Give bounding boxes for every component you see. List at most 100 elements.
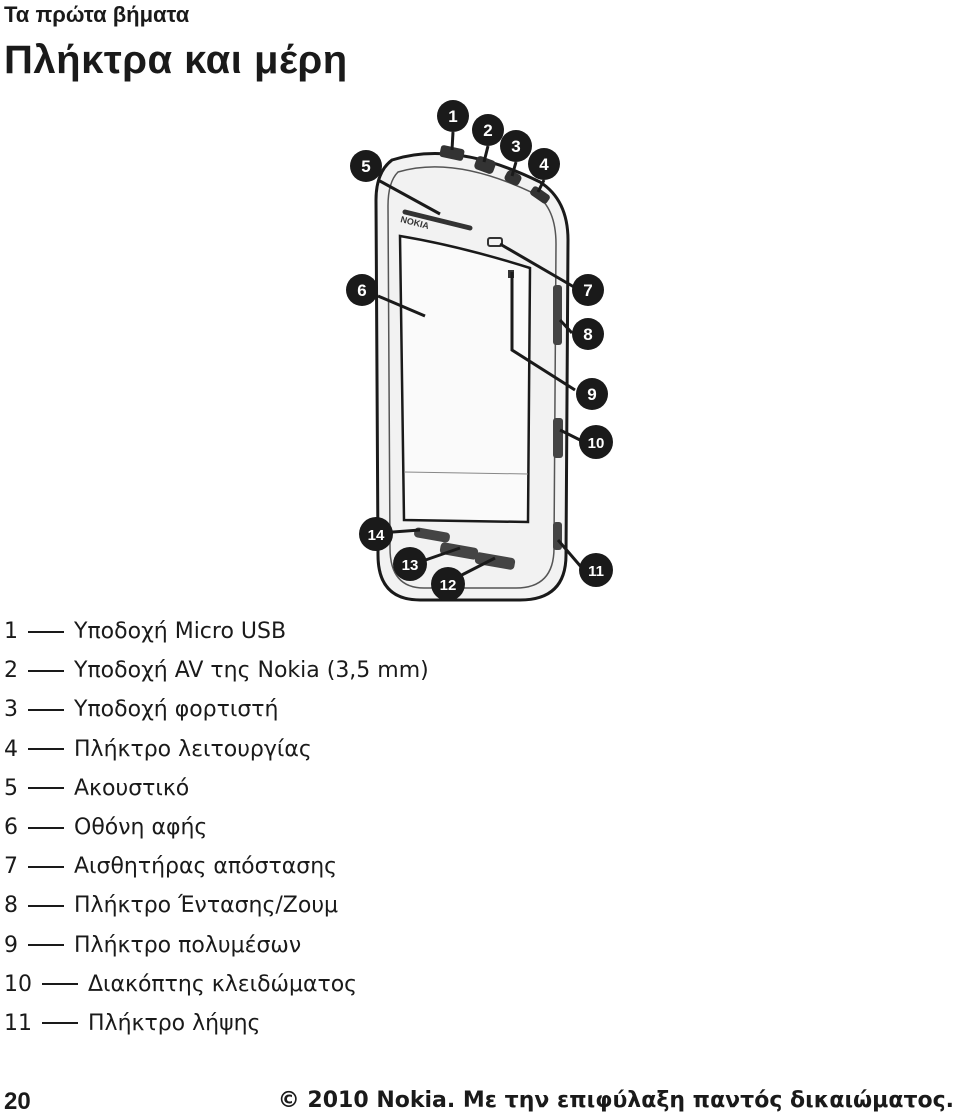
- svg-text:14: 14: [368, 527, 385, 544]
- legend-number: 8: [4, 893, 18, 919]
- leader-line-7: [499, 242, 575, 289]
- legend-item: 4 Πλήκτρο λειτουργίας: [4, 730, 704, 769]
- svg-text:10: 10: [588, 435, 605, 452]
- legend-dash: [28, 944, 64, 947]
- svg-text:3: 3: [511, 137, 520, 156]
- svg-text:6: 6: [357, 281, 366, 300]
- phone-body-inner-edge: [387, 166, 557, 589]
- legend-dash: [28, 630, 64, 633]
- callout-1: 1: [437, 100, 469, 132]
- callout-12: 12: [431, 567, 465, 601]
- leader-line-3: [510, 161, 518, 177]
- legend-number: 7: [4, 854, 18, 880]
- touch-screen: [398, 234, 532, 524]
- power-key: [530, 186, 550, 204]
- legend-text: Διακόπτης κλειδώματος: [88, 971, 358, 997]
- section-title: Πλήκτρα και μέρη: [4, 38, 348, 82]
- legend-dash: [28, 787, 64, 790]
- legend-number: 5: [4, 775, 18, 801]
- screen-status-line: [403, 471, 529, 475]
- legend-item: 10 Διακόπτης κλειδώματος: [4, 965, 704, 1004]
- legend-text: Πλήκτρο πολυμέσων: [74, 932, 302, 958]
- leader-line-8: [558, 318, 574, 335]
- legend-text: Αισθητήρας απόστασης: [74, 854, 338, 880]
- legend-text: Πλήκτρο λειτουργίας: [74, 736, 312, 762]
- legend-item: 7 Αισθητήρας απόστασης: [4, 847, 704, 886]
- callout-9: 9: [576, 378, 608, 410]
- copyright-notice: © 2010 Nokia. Με την επιφύλαξη παντός δι…: [277, 1088, 954, 1113]
- legend-text: Ακουστικό: [74, 775, 190, 801]
- legend-dash: [28, 826, 64, 829]
- svg-text:9: 9: [587, 385, 596, 404]
- legend-number: 3: [4, 697, 18, 723]
- legend-number: 1: [4, 619, 18, 645]
- svg-text:8: 8: [583, 325, 592, 344]
- capture-key: [553, 522, 562, 550]
- av-port: [474, 156, 496, 174]
- legend-text: Υποδοχή AV της Nokia (3,5 mm): [74, 658, 429, 684]
- phone-diagram: NOKIA 1 2 3 4 5 6 7 8 9 10: [346, 100, 613, 602]
- callout-10: 10: [579, 425, 613, 459]
- legend-item: 8 Πλήκτρο Έντασης/Ζουμ: [4, 886, 704, 925]
- leader-line-9: [510, 272, 576, 392]
- legend-number: 2: [4, 658, 18, 684]
- svg-text:1: 1: [448, 107, 457, 126]
- leader-line-5: [377, 178, 441, 216]
- leader-line-10: [559, 428, 581, 442]
- legend-text: Υποδοχή Micro USB: [74, 619, 287, 645]
- legend-number: 11: [4, 1010, 32, 1036]
- svg-text:11: 11: [588, 563, 604, 580]
- legend-item: 2 Υποδοχή AV της Nokia (3,5 mm): [4, 651, 704, 690]
- callout-4: 4: [528, 148, 560, 180]
- running-header: Τα πρώτα βήματα: [4, 2, 190, 27]
- bottom-key-left: [414, 527, 450, 543]
- legend-number: 9: [4, 932, 18, 958]
- legend-number: 10: [4, 971, 32, 997]
- legend-item: 5 Ακουστικό: [4, 769, 704, 808]
- leader-line-2: [482, 145, 490, 163]
- legend-item: 3 Υποδοχή φορτιστή: [4, 690, 704, 729]
- callout-2: 2: [472, 114, 504, 146]
- svg-text:2: 2: [483, 121, 492, 140]
- svg-text:13: 13: [402, 557, 419, 574]
- svg-text:5: 5: [361, 157, 370, 176]
- bottom-key-center: [439, 542, 479, 560]
- leader-line-4: [536, 179, 546, 193]
- bottom-key-right: [474, 552, 516, 570]
- legend-dash: [28, 748, 64, 751]
- legend-dash: [28, 865, 64, 868]
- proximity-sensor: [487, 237, 503, 247]
- page-number: 20: [4, 1088, 31, 1115]
- charger-port: [504, 170, 522, 186]
- leader-line-11: [556, 539, 584, 569]
- legend-text: Οθόνη αφής: [74, 815, 208, 841]
- legend-dash: [42, 1022, 78, 1025]
- callout-3: 3: [500, 130, 532, 162]
- legend-text: Υποδοχή φορτιστή: [74, 697, 279, 723]
- usb-port: [439, 145, 465, 161]
- leader-line-1: [450, 131, 455, 151]
- lock-switch: [553, 418, 563, 458]
- volume-key: [553, 285, 562, 345]
- legend-dash: [42, 983, 78, 986]
- leader-line-6: [377, 294, 426, 318]
- callout-6: 6: [346, 274, 378, 306]
- callout-11: 11: [579, 553, 613, 587]
- callout-13: 13: [393, 547, 427, 581]
- svg-text:12: 12: [440, 577, 457, 594]
- legend-dash: [28, 708, 64, 711]
- svg-text:7: 7: [583, 281, 592, 300]
- legend-dash: [28, 904, 64, 907]
- legend-text: Πλήκτρο Έντασης/Ζουμ: [74, 893, 339, 919]
- legend-item: 9 Πλήκτρο πολυμέσων: [4, 926, 704, 965]
- svg-text:4: 4: [539, 155, 549, 174]
- earpiece: [402, 209, 473, 231]
- callout-14: 14: [359, 517, 393, 551]
- callout-7: 7: [572, 274, 604, 306]
- legend-dash: [28, 669, 64, 672]
- parts-legend: 1 Υποδοχή Micro USB 2 Υποδοχή AV της Nokia…: [4, 612, 704, 1043]
- legend-number: 4: [4, 736, 18, 762]
- callout-8: 8: [572, 318, 604, 350]
